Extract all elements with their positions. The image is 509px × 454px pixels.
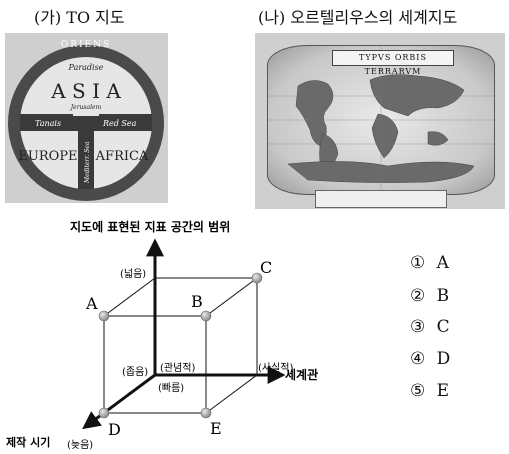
africa-shape [371, 113, 399, 159]
east-indies-shape [427, 131, 449, 146]
cube-diagram: A B C D E 지도에 표현된 지표 공간의 범위 세계관 제작 시기 (넓… [6, 219, 318, 451]
option-1-value: A [436, 253, 449, 273]
figure-a-caption: (가) TO 지도 [34, 8, 125, 27]
to-map-center-block [73, 108, 99, 116]
vertical-axis-title: 지도에 표현된 지표 공간의 범위 [70, 219, 230, 234]
depth-axis [82, 373, 156, 430]
option-5[interactable]: ⑤ E [410, 381, 449, 401]
option-1-marker: ① [410, 253, 426, 273]
eurasia-shape [369, 74, 465, 117]
ortelius-map-landmass [268, 46, 494, 194]
node-c [251, 272, 263, 284]
to-map-horizontal-band [20, 114, 152, 131]
red-sea-label: Red Sea [102, 119, 137, 128]
depth-axis-title: 제작 시기 [6, 435, 50, 449]
option-4[interactable]: ④ D [410, 349, 450, 369]
node-d [98, 407, 110, 419]
depth-far-label: (늦음) [67, 439, 93, 451]
horizontal-high-label: (사실적) [258, 362, 294, 374]
to-map: ORIENS Paradise A S I A Jerusalem Tanais… [5, 33, 168, 203]
option-5-value: E [436, 381, 450, 401]
point-e-label: E [210, 419, 222, 438]
to-map-vertical-band [78, 123, 94, 189]
vertical-high-label: (넓음) [120, 268, 146, 280]
oriens-label: ORIENS [61, 40, 111, 50]
depth-near-label: (빠름) [158, 382, 184, 394]
vertical-low-label: (좁음) [122, 366, 148, 378]
option-3-value: C [436, 317, 450, 337]
option-5-marker: ⑤ [410, 381, 426, 401]
europe-label: EUROPE [18, 149, 77, 164]
option-4-value: D [436, 349, 451, 369]
option-2[interactable]: ② B [410, 286, 449, 306]
node-b [200, 310, 212, 322]
point-d-label: D [108, 420, 121, 439]
cube-edges [103, 277, 258, 414]
ortelius-map-footer [315, 190, 447, 208]
paradise-label: Paradise [68, 63, 104, 72]
point-a-label: A [85, 294, 98, 313]
africa-label: AFRICA [95, 149, 149, 164]
ortelius-map-title: TYPVS ORBIS TERRARVM [332, 50, 454, 76]
point-c-label: C [260, 258, 272, 277]
option-1[interactable]: ① A [410, 253, 449, 273]
asia-label: A S I A [50, 79, 121, 103]
option-3-marker: ③ [410, 317, 426, 337]
point-b-label: B [191, 292, 203, 311]
ortelius-map: TYPVS ORBIS TERRARVM [255, 33, 505, 209]
node-a [98, 310, 110, 322]
tanais-label: Tanais [35, 119, 61, 128]
figure-b-caption: (나) 오르텔리우스의 세계지도 [258, 8, 458, 27]
option-4-marker: ④ [410, 349, 426, 369]
node-e [200, 407, 212, 419]
americas-north-shape [295, 80, 334, 147]
horizontal-low-label: (관념적) [160, 362, 196, 374]
option-2-value: B [436, 286, 450, 306]
jerusalem-label: Jerusalem [69, 104, 102, 111]
horizontal-axis-title: 세계관 [285, 367, 318, 382]
mediterranean-label: Mediterr. Sea [84, 141, 91, 184]
option-2-marker: ② [410, 286, 426, 306]
option-3[interactable]: ③ C [410, 317, 450, 337]
ortelius-map-globe: TYPVS ORBIS TERRARVM [267, 45, 495, 195]
